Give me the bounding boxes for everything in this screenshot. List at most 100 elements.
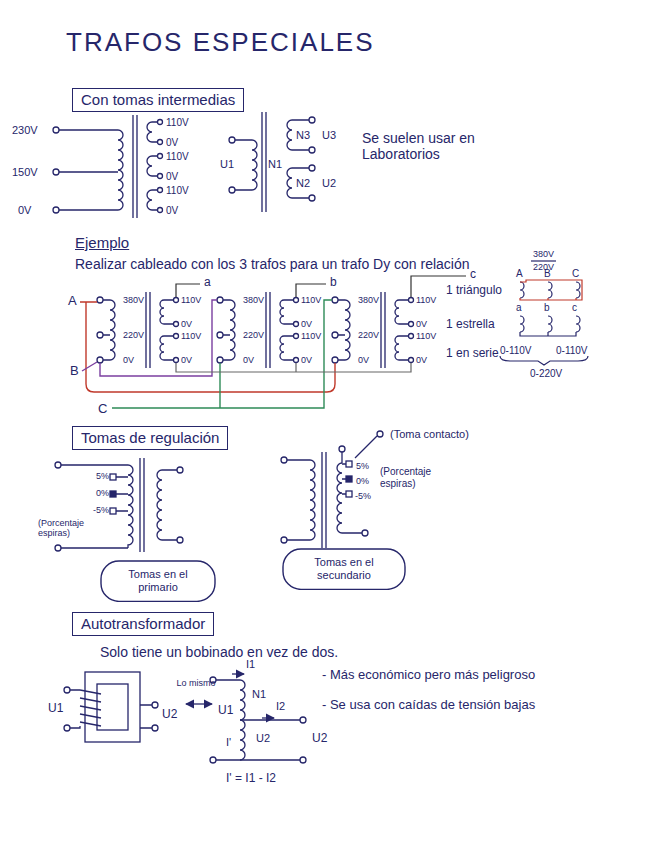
drawing-stroke <box>216 680 240 760</box>
annotation-label: U2 <box>312 732 327 746</box>
annotation-label: N3 <box>296 129 310 142</box>
drawing-stroke <box>53 127 59 133</box>
drawing-stroke <box>500 356 588 365</box>
annotation-label: 220V <box>358 330 379 340</box>
annotation-label: N1 <box>252 688 266 701</box>
drawing-stroke <box>229 187 235 193</box>
annotation-label: 0V <box>181 319 192 329</box>
annotation-label: 0V <box>243 355 254 365</box>
drawing-stroke <box>229 137 235 143</box>
annotation-label: 110V <box>301 295 321 305</box>
annotation-label: a <box>516 302 522 314</box>
drawing-stroke <box>158 208 163 213</box>
drawing-stroke <box>176 276 466 297</box>
annotation-label: 0V <box>123 355 134 365</box>
section-heading-box: Con tomas intermedias <box>72 88 244 112</box>
annotation-label: 110V <box>166 185 189 197</box>
annotation-label: Ejemplo <box>75 234 129 251</box>
drawing-stroke <box>110 508 116 514</box>
section-heading-box: Tomas de regulación <box>72 426 228 450</box>
drawing-stroke <box>97 684 128 730</box>
drawing-stroke <box>162 470 177 540</box>
drawing-stroke <box>339 446 345 452</box>
drawing-stroke <box>281 537 287 543</box>
annotation-label: Lo mismo <box>176 678 216 688</box>
connection-symbols <box>500 280 588 365</box>
drawing-stroke <box>116 477 128 511</box>
annotation-label: 1 estrella <box>446 318 495 332</box>
drawing-stroke <box>362 530 368 536</box>
annotation-label: I1 <box>246 658 255 671</box>
annotation-label: 110V <box>301 331 321 341</box>
annotation-label: U3 <box>322 129 336 142</box>
drawing-stroke <box>176 363 411 372</box>
annotation-label: (Porcentaje espiras) <box>38 518 93 539</box>
annotation-label: -5% <box>93 505 109 515</box>
annotation-label: 0V <box>358 355 369 365</box>
annotation-label: a <box>204 276 211 290</box>
tapped-transformer <box>53 115 163 218</box>
drawing-stroke <box>287 460 310 540</box>
star-wiring <box>176 276 466 372</box>
section-heading-box: Autotransformador <box>72 612 214 636</box>
drawing-stroke <box>152 725 158 731</box>
annotation-label: 0% <box>356 476 369 486</box>
drawing-stroke <box>152 702 158 708</box>
drawing-stroke <box>520 332 576 336</box>
drawing-stroke <box>346 491 352 497</box>
node-text: Tomas en el secundario <box>294 556 394 582</box>
annotation-label: U2 <box>162 708 177 722</box>
drawing-stroke <box>337 463 342 533</box>
multi-winding-transformer <box>229 112 315 212</box>
annotation-label: N1 <box>268 158 282 171</box>
annotation-label: U2 <box>322 177 336 190</box>
drawing-stroke <box>309 165 315 171</box>
drawing-stroke <box>53 207 59 213</box>
annotation-label: 0% <box>96 488 109 498</box>
annotation-label: U2 <box>256 732 270 745</box>
transformer-2 <box>217 292 299 368</box>
annotation-label: c <box>470 268 476 282</box>
node-text: Con tomas intermedias <box>81 91 235 109</box>
transformer-3 <box>332 292 414 368</box>
annotation-label: Solo tiene un bobinado en vez de dos. <box>100 644 338 660</box>
annotation-label: I2 <box>276 700 285 713</box>
drawing-stroke <box>128 465 133 548</box>
annotation-label: - Se usa con caídas de tensión bajas <box>322 698 535 713</box>
annotation-label: 5% <box>356 461 369 471</box>
annotation-label: 1 triángulo <box>446 284 502 298</box>
drawing-stroke <box>377 431 383 437</box>
drawing-stroke <box>346 476 352 482</box>
node-text: Tomas de regulación <box>81 429 219 447</box>
annotation-label: -5% <box>355 491 371 501</box>
drawing-stroke <box>53 169 59 175</box>
annotation-label: 0V <box>416 319 427 329</box>
annotation-label: c <box>572 302 577 314</box>
annotation-label: 0V <box>301 355 312 365</box>
annotation-label: 110V <box>416 295 436 305</box>
annotation-label: 220V <box>123 330 144 340</box>
drawing-stroke <box>64 725 70 731</box>
annotation-label: 0-110V <box>556 345 588 357</box>
annotation-label: 150V <box>12 166 38 179</box>
drawing-stroke <box>342 464 346 494</box>
annotation-label: U1 <box>220 158 234 171</box>
drawing-stroke <box>240 720 300 760</box>
drawing-stroke <box>61 465 128 548</box>
tap-primary-transformer <box>55 458 183 552</box>
annotation-label: (Toma contacto) <box>390 428 469 441</box>
drawing-stroke <box>309 117 315 123</box>
drawing-stroke <box>355 436 377 458</box>
delta-wiring <box>80 300 335 408</box>
drawing-stroke <box>82 300 217 376</box>
drawing-stroke <box>110 491 116 497</box>
drawing-stroke <box>210 757 216 763</box>
annotation-label: 1 en serie <box>446 347 499 361</box>
drawing-stroke <box>300 717 306 723</box>
annotation-label: 110V <box>181 295 201 305</box>
drawing-stroke <box>55 545 61 551</box>
drawing-stroke <box>158 174 163 179</box>
autotransformer-schematic <box>210 674 306 763</box>
annotation-label: 0V <box>416 355 427 365</box>
node-text: Tomas en el primario <box>112 568 204 594</box>
